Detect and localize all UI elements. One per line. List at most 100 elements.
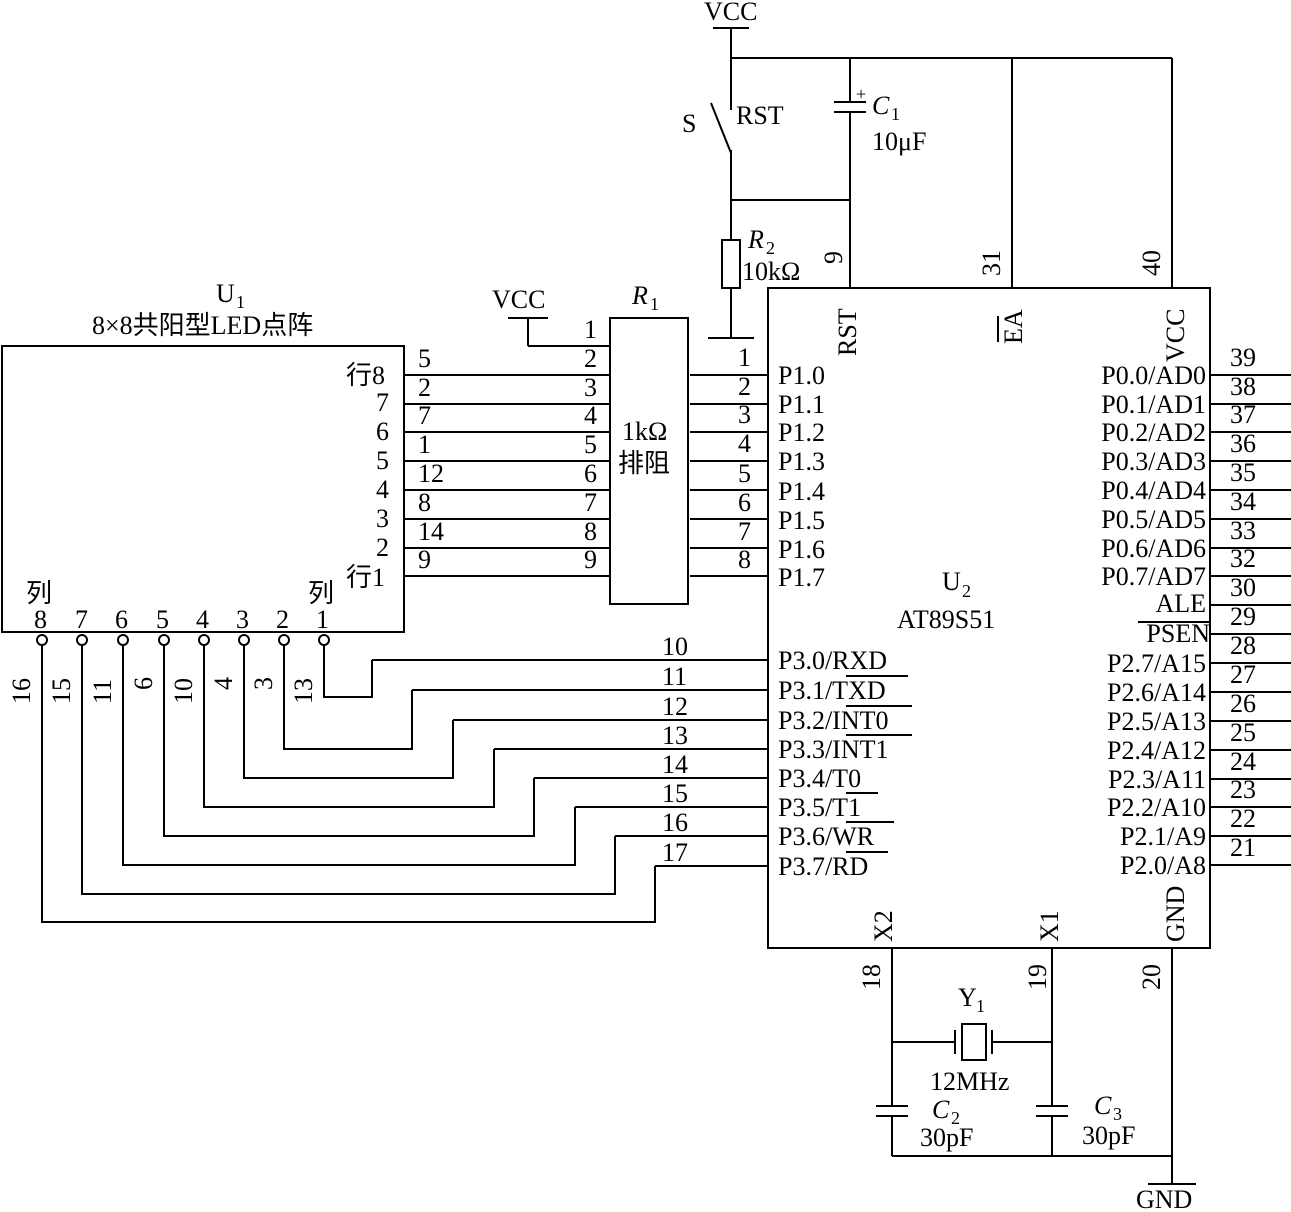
p3-1-num: 11 <box>662 662 687 691</box>
p1-1-label: P1.1 <box>778 390 825 419</box>
r-pin-37: 37 <box>1230 400 1256 429</box>
r1-pin-6: 6 <box>584 459 597 488</box>
p1-5-label: P1.5 <box>778 506 825 535</box>
r-pin-38: 38 <box>1230 372 1256 401</box>
r-pin-34: 34 <box>1230 487 1256 516</box>
p0-5-label: P0.5/AD5 <box>1101 505 1206 534</box>
column-wires <box>41 645 656 923</box>
p1-3-num: 4 <box>738 429 751 458</box>
p3-4-num: 14 <box>662 750 688 779</box>
r-pin-28: 28 <box>1230 631 1256 660</box>
pin31-num: 31 <box>977 250 1006 276</box>
p2-3-label: P2.3/A11 <box>1108 765 1206 794</box>
y1-value: 12MHz <box>930 1067 1009 1096</box>
p0-2-label: P0.2/AD2 <box>1101 418 1206 447</box>
p3-0-label: P3.0/RXD <box>778 646 887 675</box>
p3-5-num: 15 <box>662 779 688 808</box>
p1-5-num: 6 <box>738 488 751 517</box>
row-pin-5: 8 <box>418 488 431 517</box>
col-label-right: 列 <box>308 579 334 608</box>
crystal-y1-body <box>961 1023 987 1061</box>
ea-pin-label: EA <box>999 309 1028 344</box>
r1-pin-5: 5 <box>584 430 597 459</box>
u1-ref: U <box>216 279 235 308</box>
p2-6-label: P2.6/A14 <box>1107 678 1206 707</box>
r-pin-21: 21 <box>1230 833 1256 862</box>
p2-1-label: P2.1/A9 <box>1120 822 1206 851</box>
r1-pin-2: 2 <box>584 344 597 373</box>
c1-ref: C <box>872 91 890 120</box>
p1-7-label: P1.7 <box>778 563 825 592</box>
psen-label: PSEN <box>1146 619 1210 648</box>
p2-0-label: P2.0/A8 <box>1120 851 1206 880</box>
p0-7-label: P0.7/AD7 <box>1101 562 1206 591</box>
c1-sub: 1 <box>891 104 900 124</box>
col-pin-15: 15 <box>47 678 76 704</box>
row-side-2: 2 <box>376 533 389 562</box>
reset-switch: S RST <box>682 58 784 200</box>
col-pin-11: 11 <box>88 679 117 704</box>
r-pin-29: 29 <box>1230 602 1256 631</box>
r1-type: 排阻 <box>618 449 670 478</box>
x2-pin-label: X2 <box>869 910 898 942</box>
row-pin-6: 14 <box>418 517 444 546</box>
u1-led-matrix <box>1 345 405 633</box>
col-num-2: 2 <box>276 605 289 634</box>
col-num-1: 1 <box>316 605 329 634</box>
vcc-left-symbol: VCC <box>492 285 548 346</box>
p1-6-label: P1.6 <box>778 535 825 564</box>
switch-label: S <box>682 109 696 138</box>
rst-label: RST <box>736 101 784 130</box>
p3-3-label: P3.3/INT1 <box>778 735 889 764</box>
y1-sub: 1 <box>976 996 985 1016</box>
u1-sub: 1 <box>236 292 245 312</box>
col-label-left: 列 <box>26 579 52 608</box>
p3-5-label: P3.5/T1 <box>778 793 861 822</box>
p0-4-label: P0.4/AD4 <box>1101 476 1206 505</box>
vcc-left-label: VCC <box>492 285 545 314</box>
u2-chip-body <box>767 287 1211 949</box>
r-pin-33: 33 <box>1230 516 1256 545</box>
pin20-num: 20 <box>1137 964 1166 990</box>
row-label-bottom: 行1 <box>346 563 385 592</box>
rst-pin-label: RST <box>833 308 862 356</box>
row-pin-0: 5 <box>418 344 431 373</box>
ale-label: ALE <box>1155 589 1206 618</box>
r1-sub: 1 <box>650 294 659 314</box>
c3-sub: 3 <box>1113 1104 1122 1124</box>
col-pin-16: 16 <box>7 678 36 704</box>
r2-ref: R <box>747 225 764 254</box>
pin40-num: 40 <box>1137 250 1166 276</box>
p3-6-num: 16 <box>662 808 688 837</box>
row-label-top: 行8 <box>346 361 385 390</box>
r-pin-35: 35 <box>1230 458 1256 487</box>
p2-2-label: P2.2/A10 <box>1107 793 1206 822</box>
p3-7-num: 17 <box>662 838 688 867</box>
row-side-7: 7 <box>376 388 389 417</box>
row-pin-4: 12 <box>418 459 444 488</box>
c1-plus: + <box>856 84 866 104</box>
gnd-pin-label: GND <box>1161 886 1190 942</box>
right-pins: 39 38 37 36 35 34 33 32 30 29 28 27 26 2… <box>1101 343 1291 880</box>
capacitor-c1: + C 1 10μF <box>834 58 926 288</box>
p1-0-num: 1 <box>738 343 751 372</box>
resistor-r2: R 2 10kΩ <box>708 200 800 339</box>
pin19-num: 19 <box>1023 964 1052 990</box>
col-num-6: 6 <box>115 605 128 634</box>
r-pin-22: 22 <box>1230 804 1256 833</box>
vcc-pin-label: VCC <box>1161 309 1190 362</box>
row-side-5: 5 <box>376 446 389 475</box>
col-num-5: 5 <box>156 605 169 634</box>
row-side-4: 4 <box>376 475 389 504</box>
r1-pin-4: 4 <box>584 401 597 430</box>
col-pin-6: 6 <box>129 677 158 690</box>
u1-title: 8×8共阳型LED点阵 <box>92 311 313 340</box>
p3-6-label: P3.6/WR <box>778 822 875 851</box>
row-pin-3: 1 <box>418 430 431 459</box>
pin18-num: 18 <box>857 964 886 990</box>
r2-value: 10kΩ <box>742 257 800 286</box>
col-num-4: 4 <box>196 605 209 634</box>
r1-value: 1kΩ <box>622 417 667 446</box>
u2-sub: 2 <box>962 581 971 601</box>
r2-sub: 2 <box>766 238 775 258</box>
